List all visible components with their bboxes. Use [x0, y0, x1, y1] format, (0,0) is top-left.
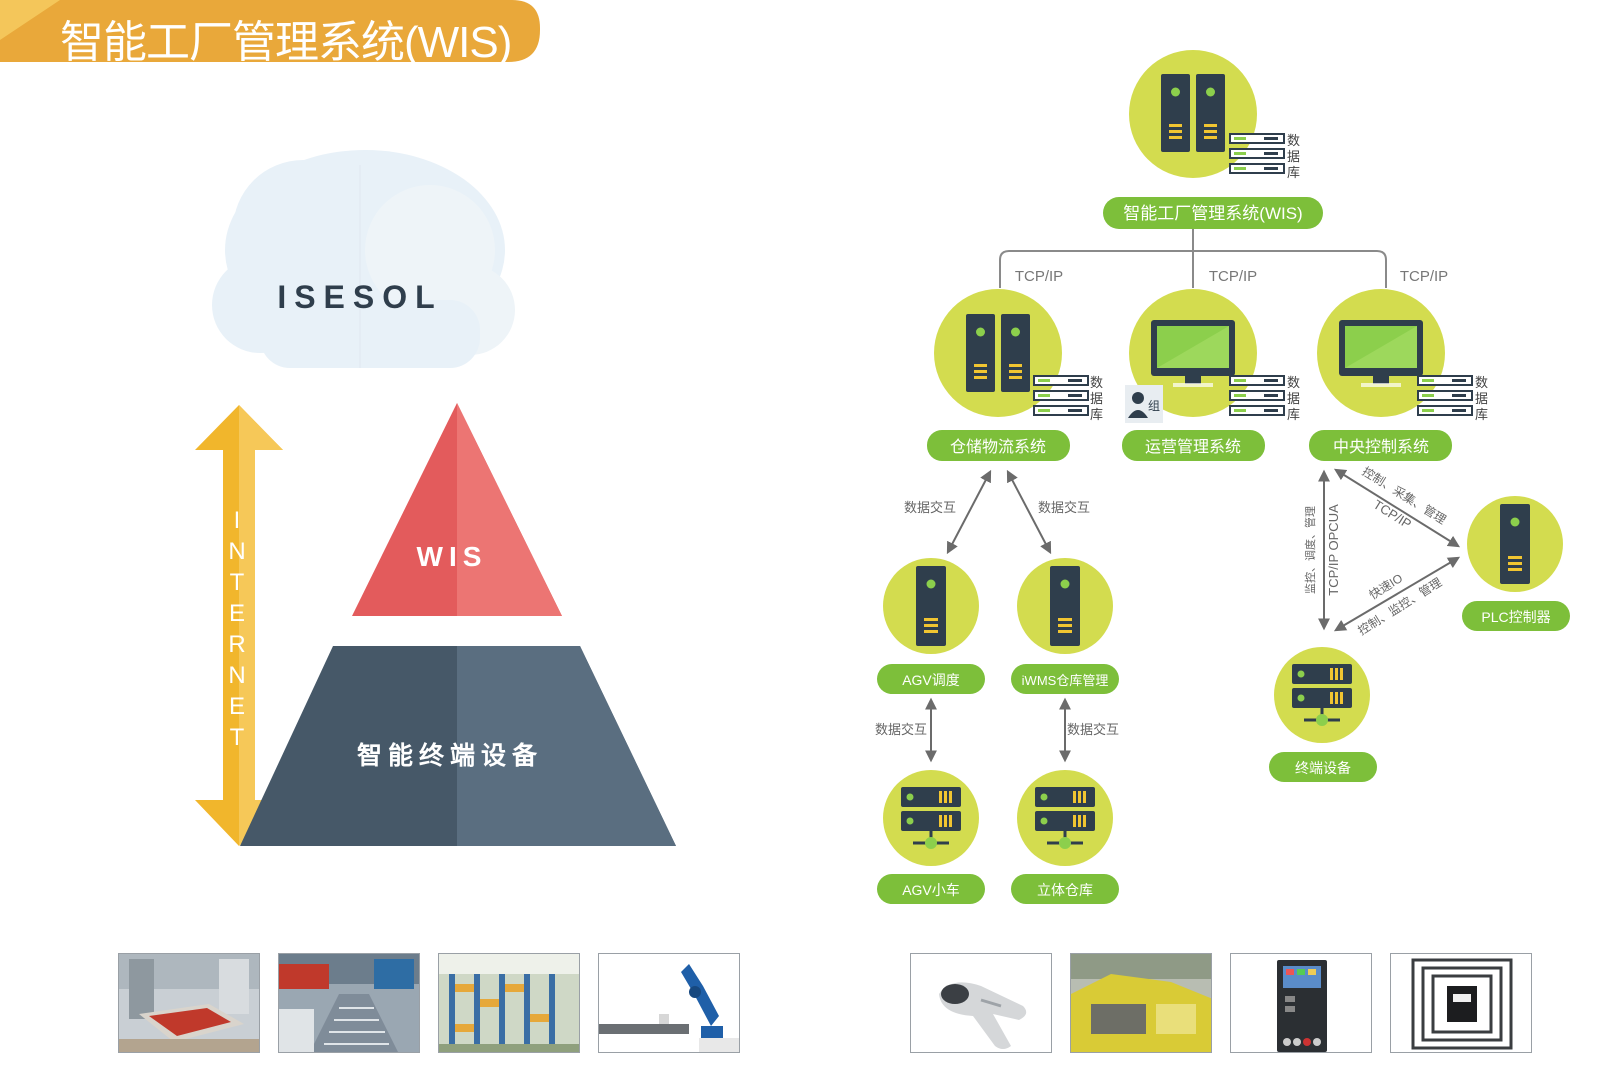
- stereo-warehouse-pill: [1011, 874, 1119, 904]
- operations-node: [1125, 289, 1285, 423]
- db-label-c1: 数: [1475, 375, 1488, 390]
- db-label-b2: 据: [1287, 391, 1300, 406]
- db-label-c3: 库: [1475, 407, 1488, 422]
- terminal-device-node: [1274, 647, 1370, 743]
- iwms-label: iWMS仓库管理: [1022, 673, 1109, 688]
- link-label-1: TCP/IP: [1015, 268, 1063, 285]
- isesol-cloud: [212, 150, 515, 368]
- rfid-tag-photo-art: [1391, 954, 1531, 1052]
- conveyor-line-photo-art: [279, 954, 419, 1052]
- group-label: 组: [1148, 399, 1160, 413]
- control-panel-photo: [1230, 953, 1372, 1053]
- rfid-tag-photo: [1390, 953, 1532, 1053]
- internet-arrow: [195, 405, 283, 846]
- operations-label-pill: [1122, 430, 1265, 461]
- db-label-b1: 数: [1287, 375, 1300, 390]
- central-control-node: [1317, 289, 1473, 417]
- agv-cart-pill: [877, 874, 985, 904]
- iwms-pill: [1011, 664, 1119, 694]
- db-label-c2: 据: [1475, 391, 1488, 406]
- wis-triangle: [352, 403, 562, 616]
- internet-label: INTERNET: [228, 507, 246, 751]
- operations-node-label: 运营管理系统: [1145, 438, 1241, 456]
- central-node-label: 中央控制系统: [1333, 438, 1429, 456]
- wis-label-pill: [1103, 197, 1323, 229]
- conveyor-line-photo: [278, 953, 420, 1053]
- control-panel-photo-art: [1231, 954, 1371, 1052]
- top-db-label-1: 数: [1287, 133, 1300, 148]
- top-db-label-2: 据: [1287, 149, 1300, 164]
- page-title: 智能工厂管理系统(WIS): [60, 18, 512, 67]
- pyramid-bottom-label: 智能终端设备: [357, 741, 543, 770]
- isesol-wis-diagram: ISESOL WIS 智能终端设备: [195, 150, 676, 846]
- control-arrows: [1318, 468, 1461, 632]
- agv-dispatch-pill: [877, 664, 985, 694]
- stereo-warehouse-node: [1017, 770, 1113, 866]
- warehouse-logistics-node: [934, 289, 1089, 417]
- data-exchange-label-1: 数据交互: [904, 500, 956, 515]
- top-db-label-3: 库: [1287, 165, 1300, 180]
- terminal-label: 终端设备: [1295, 760, 1351, 776]
- link-label-3: TCP/IP: [1400, 268, 1448, 285]
- plc-label: PLC控制器: [1481, 609, 1550, 625]
- wis-node-label: 智能工厂管理系统(WIS): [1123, 204, 1302, 223]
- data-exchange-label-2: 数据交互: [1038, 500, 1090, 515]
- agv-cart-photo-art: [119, 954, 259, 1052]
- agv-cart-photo: [118, 953, 260, 1053]
- edge-left-outer: 监控、调度、管理: [1303, 506, 1317, 594]
- stereo-warehouse-photo: [438, 953, 580, 1053]
- yellow-machine-photo: [1070, 953, 1212, 1053]
- data-exchange-arrows: [925, 469, 1071, 763]
- warehouse-node-label: 仓储物流系统: [950, 438, 1046, 456]
- agv-cart-node: [883, 770, 979, 866]
- data-exchange-label-4: 数据交互: [1067, 722, 1119, 737]
- stereo-warehouse-label: 立体仓库: [1037, 882, 1093, 898]
- plc-pill: [1462, 601, 1570, 631]
- db-label-a2: 据: [1090, 391, 1103, 406]
- terminal-trapezoid: [240, 646, 676, 846]
- agv-dispatch-label: AGV调度: [902, 672, 960, 688]
- barcode-scanner-photo-art: [911, 954, 1051, 1052]
- robot-arm-photo-art: [599, 954, 739, 1052]
- agv-dispatch-node: [883, 558, 979, 654]
- central-label-pill: [1309, 430, 1452, 461]
- agv-cart-label: AGV小车: [902, 882, 960, 898]
- tcp-ip-connectors: [999, 228, 1387, 288]
- wis-server-node: [1129, 50, 1285, 178]
- edge-left-inner: TCP/IP OPCUA: [1326, 504, 1341, 596]
- terminal-pill: [1269, 752, 1377, 782]
- plc-node: [1467, 496, 1563, 592]
- pyramid-top-label: WIS: [417, 541, 488, 572]
- cloud-label: ISESOL: [277, 279, 442, 315]
- network-diagram: TCP/IP TCP/IP TCP/IP 数 据 库 智能工厂管理系统(WIS)…: [875, 50, 1570, 904]
- header-banner: [0, 0, 540, 62]
- barcode-scanner-photo: [910, 953, 1052, 1053]
- iwms-node: [1017, 558, 1113, 654]
- db-label-a3: 库: [1090, 407, 1103, 422]
- db-label-a1: 数: [1090, 375, 1103, 390]
- yellow-machine-photo-art: [1071, 954, 1211, 1052]
- data-exchange-label-3: 数据交互: [875, 722, 927, 737]
- link-label-2: TCP/IP: [1209, 268, 1257, 285]
- stereo-warehouse-photo-art: [439, 954, 579, 1052]
- internet-label-wrap: INTERNET: [226, 505, 252, 753]
- db-label-b3: 库: [1287, 407, 1300, 422]
- warehouse-label-pill: [927, 430, 1070, 461]
- robot-arm-photo: [598, 953, 740, 1053]
